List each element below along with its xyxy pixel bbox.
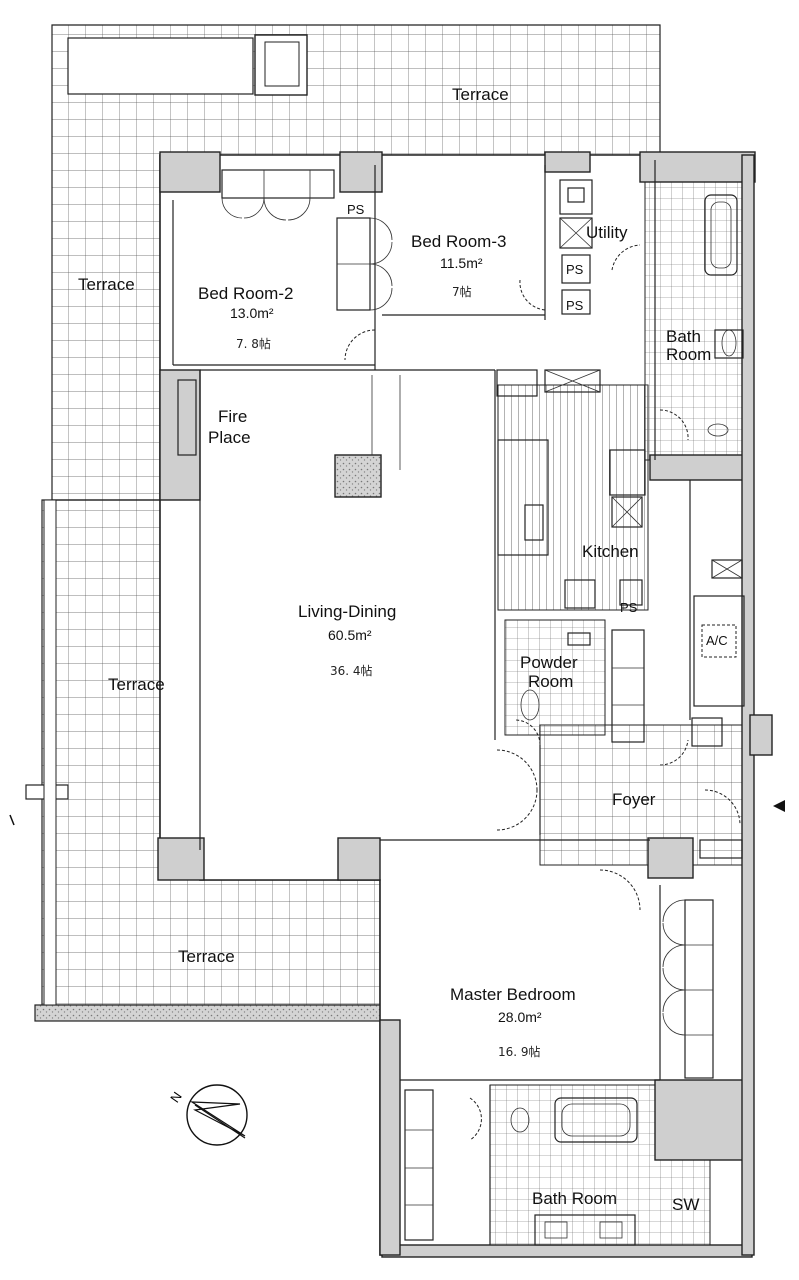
north-compass bbox=[186, 1084, 248, 1146]
sw-label: SW bbox=[672, 1195, 699, 1214]
utility-label: Utility bbox=[586, 223, 628, 242]
fire-place-label-1: Fire bbox=[218, 407, 247, 426]
bed-room-3-area: 11.5m² bbox=[440, 255, 483, 271]
ps-label-1: PS bbox=[347, 202, 365, 217]
bath-room-upper-label-2: Room bbox=[666, 345, 711, 364]
bed-room-2-name: Bed Room-2 bbox=[198, 284, 293, 303]
compass-north-label: N bbox=[167, 1089, 185, 1105]
master-bedroom-jo: 16. 9帖 bbox=[498, 1044, 541, 1059]
terrace-areas bbox=[25, 24, 661, 1022]
fixtures bbox=[177, 169, 745, 1246]
door-swings bbox=[344, 244, 741, 1141]
ps-label-4: PS bbox=[620, 600, 638, 615]
bath-room-upper-label-1: Bath bbox=[666, 327, 701, 346]
entrance-arrow bbox=[773, 800, 785, 812]
walls bbox=[157, 151, 773, 1258]
living-dining-name: Living-Dining bbox=[298, 602, 396, 621]
left-marker bbox=[9, 814, 15, 826]
powder-room-label-2: Room bbox=[528, 672, 573, 691]
terrace-bottom-label: Terrace bbox=[178, 947, 235, 966]
ps-label-2: PS bbox=[566, 262, 584, 277]
master-bedroom-area: 28.0m² bbox=[498, 1009, 542, 1025]
powder-room-label-1: Powder bbox=[520, 653, 578, 672]
kitchen-label: Kitchen bbox=[582, 542, 639, 561]
living-dining-area: 60.5m² bbox=[328, 627, 372, 643]
bed-room-2-jo: 7. 8帖 bbox=[236, 336, 271, 351]
terrace-left-lower-label: Terrace bbox=[108, 675, 165, 694]
ac-label: A/C bbox=[706, 633, 728, 648]
living-dining-jo: 36. 4帖 bbox=[330, 663, 373, 678]
terrace-top-label: Terrace bbox=[452, 85, 509, 104]
fire-place-label-2: Place bbox=[208, 428, 251, 447]
master-bedroom-name: Master Bedroom bbox=[450, 985, 576, 1004]
bath-room-lower-label: Bath Room bbox=[532, 1189, 617, 1208]
ps-label-3: PS bbox=[566, 298, 584, 313]
bed-room-3-name: Bed Room-3 bbox=[411, 232, 506, 251]
bed-room-2-area: 13.0m² bbox=[230, 305, 274, 321]
foyer-label: Foyer bbox=[612, 790, 656, 809]
bed-room-3-jo: 7帖 bbox=[452, 284, 472, 299]
terrace-left-upper-label: Terrace bbox=[78, 275, 135, 294]
